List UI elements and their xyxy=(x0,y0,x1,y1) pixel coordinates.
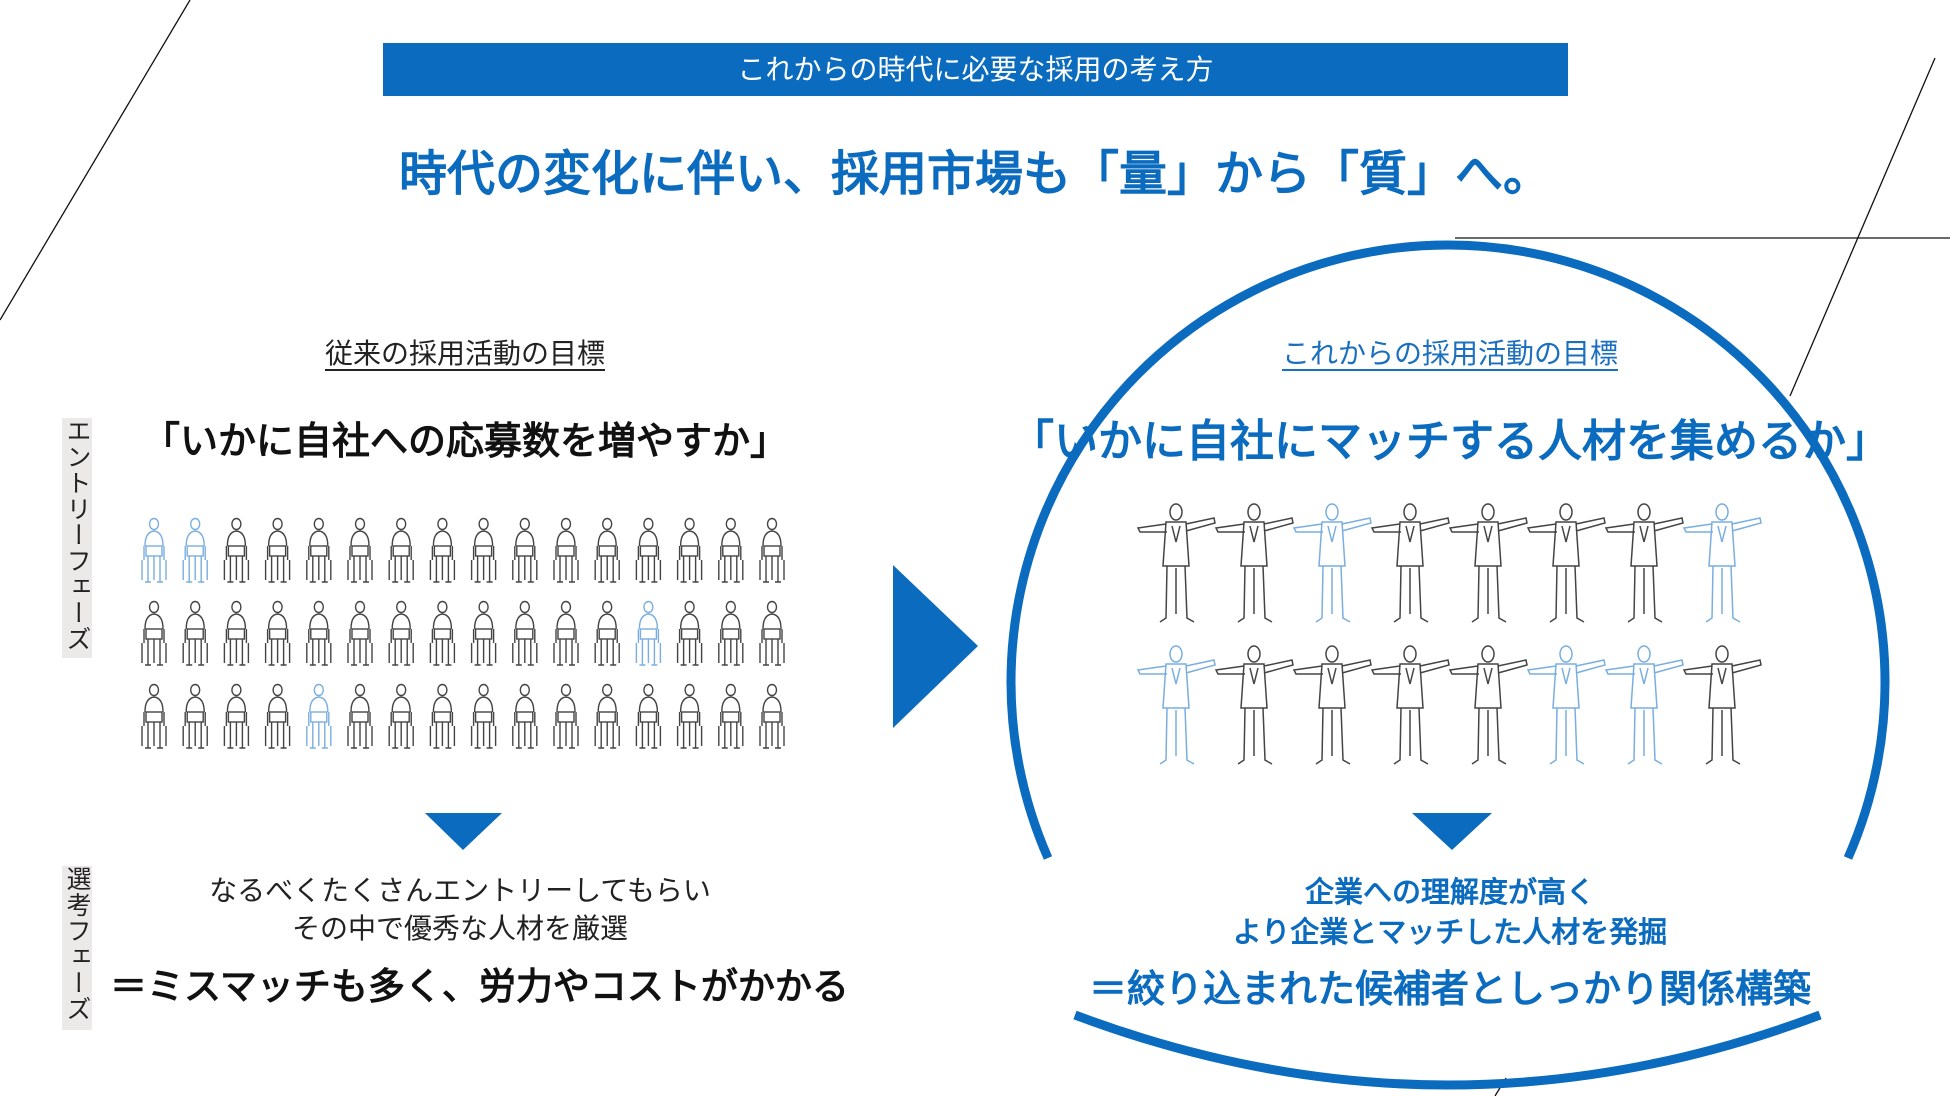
seated-person-icon xyxy=(183,685,207,749)
page-headline: 時代の変化に伴い、採用市場も「量」から「質」へ。 xyxy=(0,150,1950,198)
seated-person-icon xyxy=(719,602,743,666)
seated-person-icon xyxy=(472,685,496,749)
seated-person-icon xyxy=(430,519,454,583)
right-subhead: これからの採用活動の目標 xyxy=(1240,340,1660,368)
right-description: 企業への理解度が高く より企業とマッチした人材を発掘 xyxy=(1130,872,1770,952)
standing-person-icon xyxy=(1528,646,1605,764)
seated-person-icon xyxy=(348,602,372,666)
seated-person-icon xyxy=(224,685,248,749)
highlight-circle-bottom xyxy=(1075,1015,1820,1085)
seated-person-icon xyxy=(389,519,413,583)
deco-line xyxy=(1790,58,1935,396)
seated-person-icon xyxy=(760,602,784,666)
seated-person-icon xyxy=(513,602,537,666)
seated-person-icon xyxy=(513,519,537,583)
seated-person-icon xyxy=(719,685,743,749)
seated-person-icon xyxy=(183,519,207,583)
seated-person-icon xyxy=(348,685,372,749)
seated-person-icon xyxy=(678,602,702,666)
left-description-line: その中で優秀な人材を厳選 xyxy=(150,910,770,948)
selection-phase-label: 選考フェーズ xyxy=(62,866,92,1030)
right-conclusion: ＝絞り込まれた候補者としっかり関係構築 xyxy=(1040,970,1860,1008)
seated-person-icon xyxy=(307,685,331,749)
arrow-right-icon xyxy=(893,565,978,728)
arrow-down-icon xyxy=(1412,813,1492,850)
standing-person-icon xyxy=(1372,504,1449,622)
standing-person-icon xyxy=(1684,504,1761,622)
standing-person-icon xyxy=(1606,504,1683,622)
seated-person-icon xyxy=(554,519,578,583)
seated-person-icon xyxy=(348,519,372,583)
seated-person-icon xyxy=(307,602,331,666)
seated-person-icon xyxy=(595,519,619,583)
standing-person-icon xyxy=(1138,646,1215,764)
seated-person-icon xyxy=(636,602,660,666)
seated-person-icon xyxy=(266,519,290,583)
standing-person-icon xyxy=(1294,504,1371,622)
right-description-line: 企業への理解度が高く xyxy=(1130,872,1770,912)
seated-person-icon xyxy=(554,685,578,749)
seated-person-icon xyxy=(760,519,784,583)
standing-person-icon xyxy=(1294,646,1371,764)
left-conclusion: ＝ミスマッチも多く、労力やコストがかかる xyxy=(110,968,820,1005)
left-goal-quote: 「いかに自社への応募数を増やすか」 xyxy=(135,422,795,460)
standing-person-icon xyxy=(1216,646,1293,764)
seated-person-icon xyxy=(224,602,248,666)
seated-person-icon xyxy=(142,602,166,666)
seated-person-icon xyxy=(719,519,743,583)
seated-person-icon xyxy=(389,602,413,666)
seated-person-icon xyxy=(636,519,660,583)
seated-person-icon xyxy=(183,602,207,666)
seated-person-icon xyxy=(678,519,702,583)
standing-person-icon xyxy=(1450,646,1527,764)
standing-person-icon xyxy=(1528,504,1605,622)
standing-person-icon xyxy=(1372,646,1449,764)
seated-person-icon xyxy=(430,602,454,666)
seated-person-icon xyxy=(224,519,248,583)
right-description-line: より企業とマッチした人材を発掘 xyxy=(1130,912,1770,952)
seated-person-icon xyxy=(513,685,537,749)
seated-person-icon xyxy=(472,602,496,666)
standing-person-icon xyxy=(1138,504,1215,622)
arrow-down-icon xyxy=(425,813,502,850)
entry-phase-label: エントリーフェーズ xyxy=(62,418,92,658)
seated-person-icon xyxy=(430,685,454,749)
seated-person-icon xyxy=(266,685,290,749)
left-description-line: なるべくたくさんエントリーしてもらい xyxy=(150,872,770,910)
seated-person-icon xyxy=(595,685,619,749)
seated-person-icon xyxy=(760,685,784,749)
seated-person-icon xyxy=(554,602,578,666)
standing-person-icon xyxy=(1684,646,1761,764)
seated-person-icon xyxy=(266,602,290,666)
seated-person-icon xyxy=(595,602,619,666)
seated-person-icon xyxy=(472,519,496,583)
seated-person-icon xyxy=(636,685,660,749)
right-goal-quote: 「いかに自社にマッチする人材を集めるか」 xyxy=(990,420,1910,464)
page-banner: これからの時代に必要な採用の考え方 xyxy=(383,43,1568,96)
standing-person-icon xyxy=(1606,646,1683,764)
seated-person-icon xyxy=(678,685,702,749)
left-subhead: 従来の採用活動の目標 xyxy=(300,340,630,368)
seated-person-icon xyxy=(389,685,413,749)
seated-person-icon xyxy=(142,685,166,749)
seated-person-icon xyxy=(142,519,166,583)
seated-person-icon xyxy=(307,519,331,583)
standing-person-icon xyxy=(1450,504,1527,622)
left-description: なるべくたくさんエントリーしてもらい その中で優秀な人材を厳選 xyxy=(150,872,770,948)
standing-person-icon xyxy=(1216,504,1293,622)
